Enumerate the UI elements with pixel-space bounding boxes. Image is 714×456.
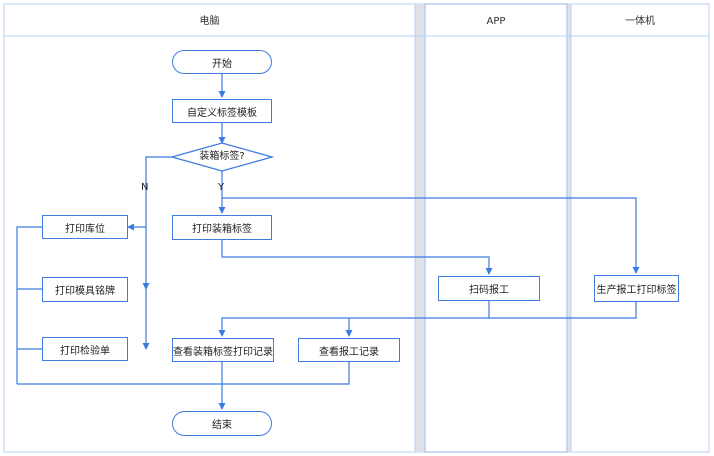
edge-aio-merge bbox=[489, 302, 637, 319]
lane-separator-left bbox=[415, 4, 425, 452]
print-location-node: 打印库位 bbox=[42, 215, 128, 239]
print-box-label-node: 打印装箱标签 bbox=[172, 215, 272, 240]
decision-diamond bbox=[169, 142, 275, 172]
edge-location-down bbox=[16, 226, 42, 384]
lane-title-aio: 一体机 bbox=[625, 16, 655, 27]
edge-no-to-location bbox=[127, 156, 172, 231]
edge-scan-to-view-box bbox=[218, 301, 490, 337]
app-lane-border bbox=[424, 3, 568, 453]
view-box-label-records-node: 查看装箱标签打印记录 bbox=[172, 338, 274, 362]
end-node: 结束 bbox=[172, 411, 272, 436]
edge-printbox-to-scan bbox=[221, 240, 493, 275]
print-inspection-sheet-node: 打印检验单 bbox=[42, 337, 128, 361]
lane-separator-right bbox=[567, 4, 571, 452]
edge-label-yes: Y bbox=[218, 182, 225, 193]
box-label-decision-text: 装箱标签? bbox=[199, 151, 245, 162]
print-mold-plate-node: 打印模具铭牌 bbox=[42, 277, 128, 302]
lane-title-pc: 电脑 bbox=[199, 16, 220, 27]
edge-label-no: N bbox=[141, 182, 149, 193]
edge-report-merge bbox=[222, 362, 350, 385]
edges bbox=[16, 74, 640, 410]
lane-title-app: APP bbox=[486, 16, 506, 27]
custom-template-node: 自定义标签模板 bbox=[172, 99, 272, 123]
start-node: 开始 bbox=[172, 50, 272, 74]
view-report-records-node: 查看报工记录 bbox=[298, 338, 400, 362]
production-report-print-node: 生产报工打印标签 bbox=[594, 275, 679, 302]
edge-yes-to-aio bbox=[222, 197, 640, 274]
scan-report-node: 扫码报工 bbox=[438, 276, 540, 301]
